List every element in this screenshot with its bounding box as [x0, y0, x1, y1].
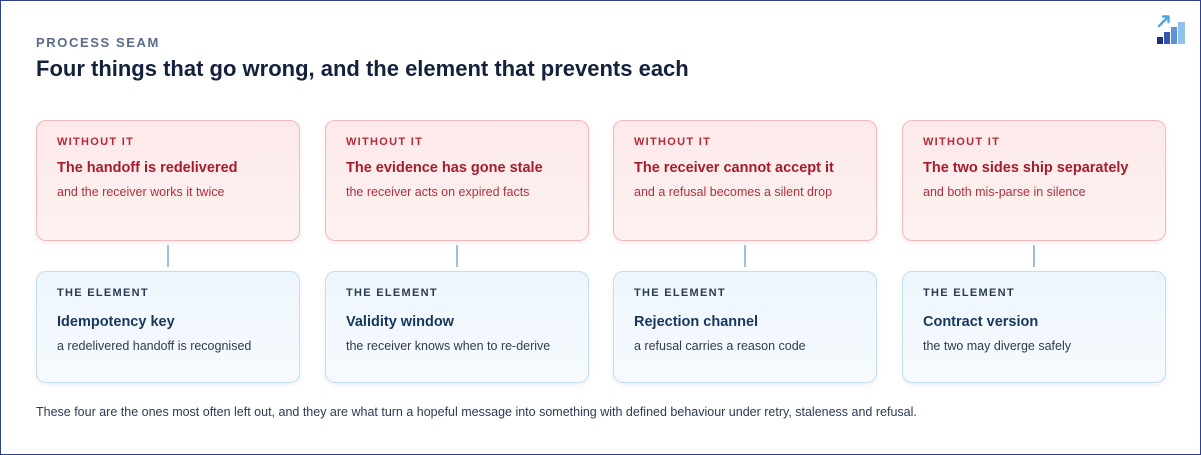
element-detail: the receiver knows when to re-derive [346, 339, 551, 353]
risk-title: The receiver cannot accept it [634, 160, 834, 176]
risk-detail: and a refusal becomes a silent drop [634, 185, 833, 199]
risk-card: WITHOUT IT The evidence has gone stale t… [325, 120, 589, 241]
risk-card: WITHOUT IT The handoff is redelivered an… [36, 120, 300, 241]
risk-tag: WITHOUT IT [57, 136, 135, 148]
risk-detail: and the receiver works it twice [57, 185, 225, 199]
risk-detail: and both mis-parse in silence [923, 185, 1086, 199]
element-tag: THE ELEMENT [57, 287, 149, 299]
column-idempotency: WITHOUT IT The handoff is redelivered an… [36, 120, 300, 383]
element-card: THE ELEMENT Rejection channel a refusal … [613, 271, 877, 383]
element-card: THE ELEMENT Validity window the receiver… [325, 271, 589, 383]
element-title: Validity window [346, 314, 454, 330]
element-title: Contract version [923, 314, 1039, 330]
risk-tag: WITHOUT IT [634, 136, 712, 148]
section-kicker: PROCESS SEAM [36, 35, 160, 50]
element-tag: THE ELEMENT [923, 287, 1015, 299]
element-tag: THE ELEMENT [346, 287, 438, 299]
risk-card: WITHOUT IT The receiver cannot accept it… [613, 120, 877, 241]
element-card: THE ELEMENT Idempotency key a redelivere… [36, 271, 300, 383]
connector-line [1033, 245, 1035, 267]
connector-line [744, 245, 746, 267]
risk-tag: WITHOUT IT [346, 136, 424, 148]
footer-note: These four are the ones most often left … [36, 405, 917, 419]
risk-tag: WITHOUT IT [923, 136, 1001, 148]
bar-growth-logo-icon [1157, 15, 1185, 44]
risk-card: WITHOUT IT The two sides ship separately… [902, 120, 1166, 241]
element-tag: THE ELEMENT [634, 287, 726, 299]
connector-line [456, 245, 458, 267]
page-title: Four things that go wrong, and the eleme… [36, 56, 689, 81]
element-detail: a redelivered handoff is recognised [57, 339, 252, 353]
risk-title: The handoff is redelivered [57, 160, 238, 176]
column-contract: WITHOUT IT The two sides ship separately… [902, 120, 1166, 383]
column-rejection: WITHOUT IT The receiver cannot accept it… [613, 120, 877, 383]
column-validity: WITHOUT IT The evidence has gone stale t… [325, 120, 589, 383]
risk-title: The evidence has gone stale [346, 160, 543, 176]
risk-title: The two sides ship separately [923, 160, 1129, 176]
element-detail: the two may diverge safely [923, 339, 1071, 353]
element-detail: a refusal carries a reason code [634, 339, 806, 353]
element-title: Rejection channel [634, 314, 759, 330]
element-title: Idempotency key [57, 314, 175, 330]
element-card: THE ELEMENT Contract version the two may… [902, 271, 1166, 383]
connector-line [167, 245, 169, 267]
risk-detail: the receiver acts on expired facts [346, 185, 530, 199]
